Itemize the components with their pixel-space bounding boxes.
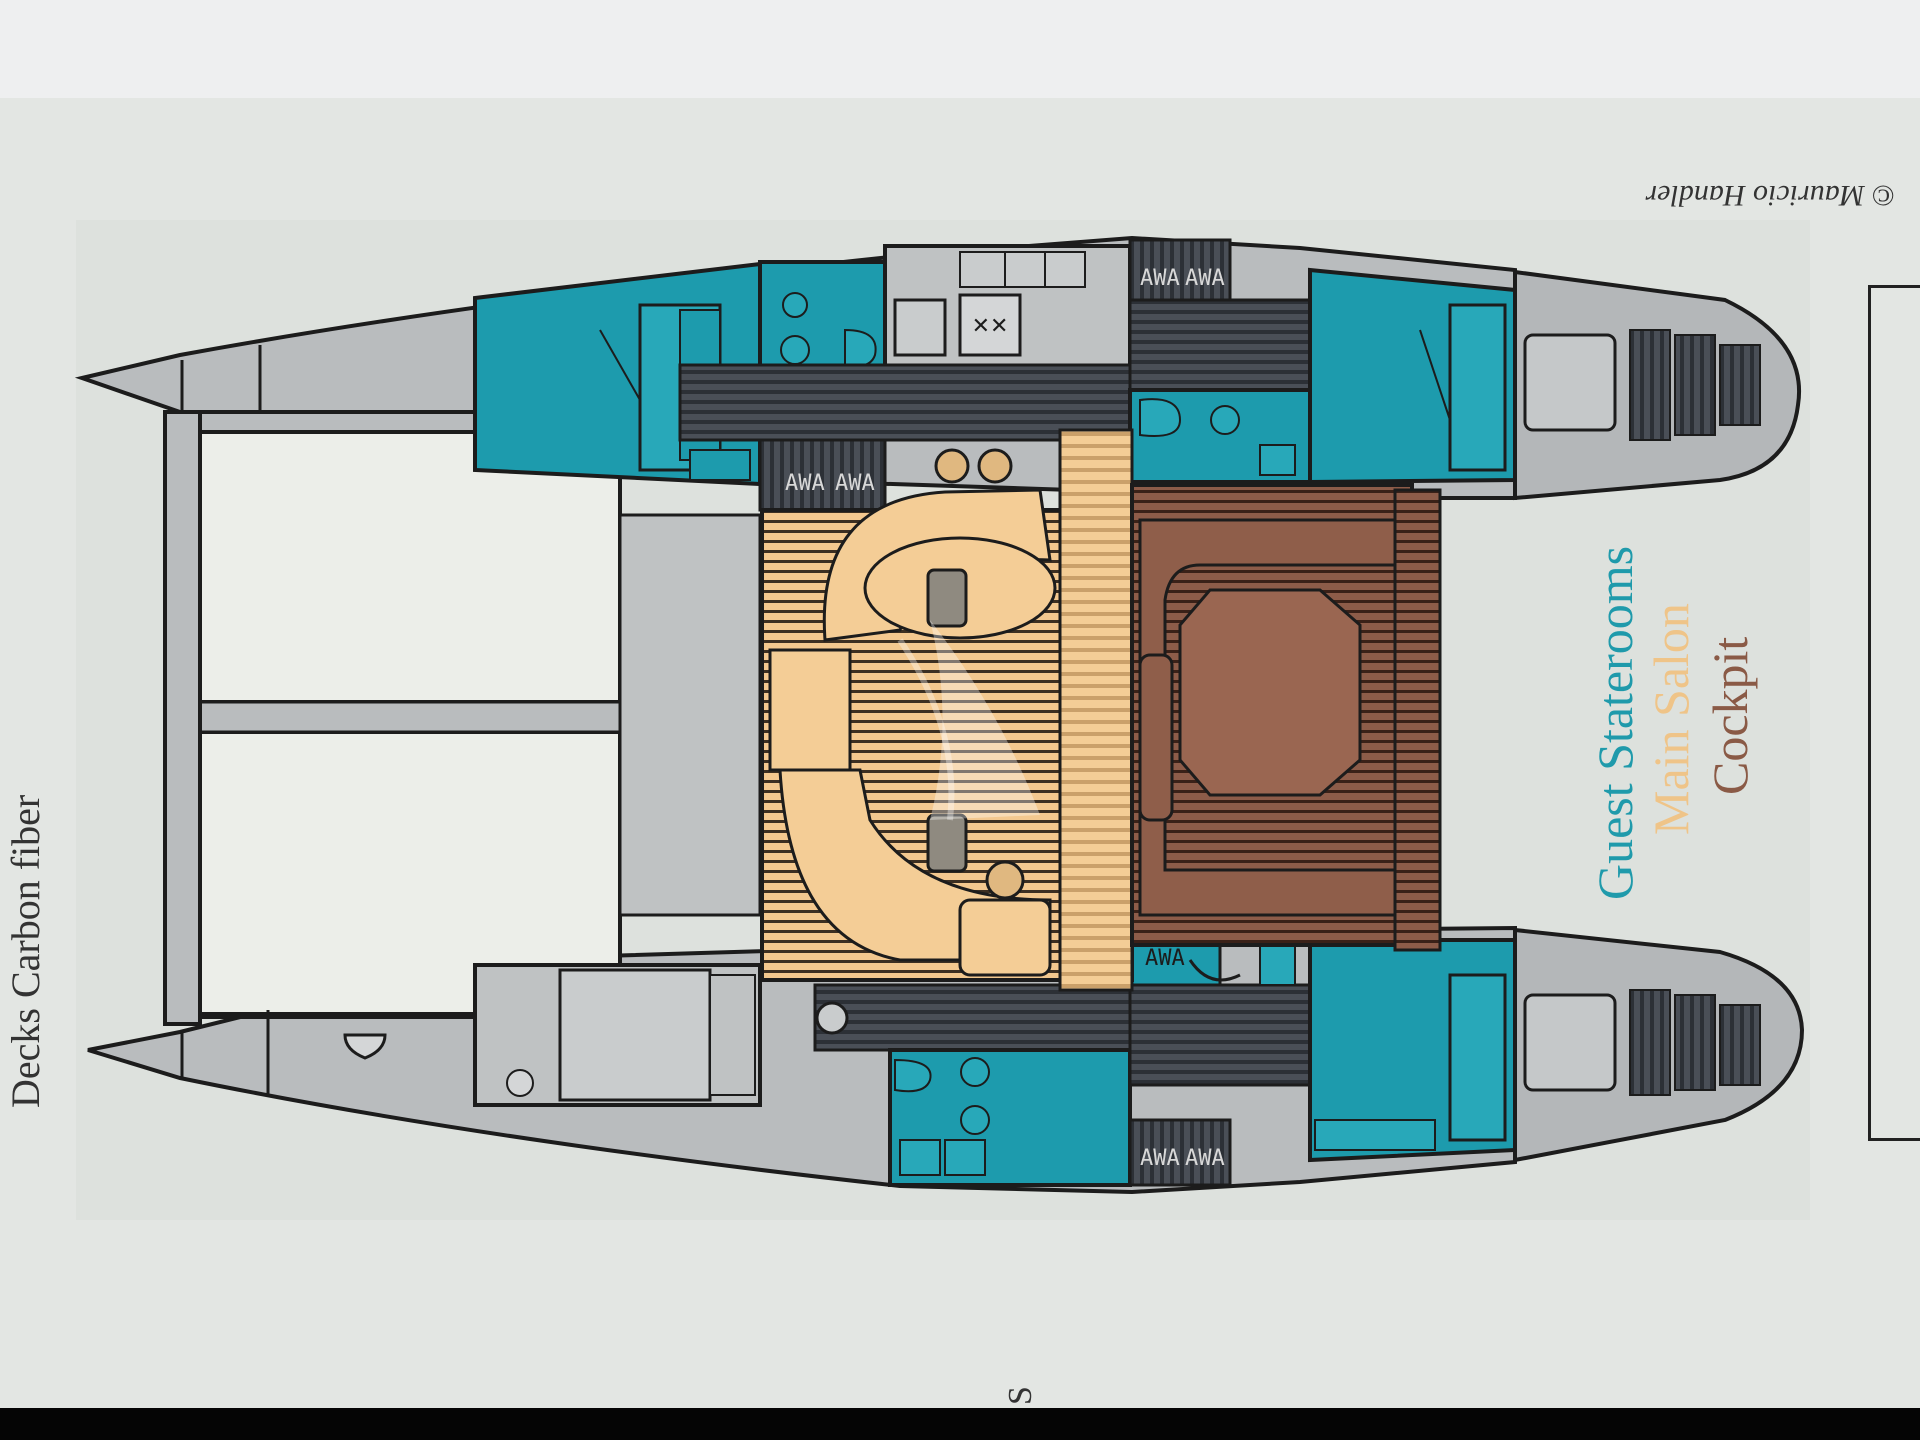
bridgedeck-front [618, 513, 762, 917]
svg-text:AWA: AWA [1185, 1146, 1225, 1171]
trampoline-frame [198, 700, 622, 734]
legend-guest-staterooms: Guest Staterooms [1587, 545, 1643, 900]
page-top-margin [0, 0, 1920, 98]
cut-text-left: Decks Carbon fiber [3, 794, 48, 1108]
svg-text:AWA: AWA [835, 471, 875, 496]
svg-text:AWA: AWA [1140, 266, 1180, 291]
cockpit-table [1178, 588, 1362, 797]
passage-upper [678, 363, 1132, 442]
bottom-black-bar [0, 1408, 1920, 1440]
stairs-upper-aft [1128, 238, 1232, 302]
brochure-page: ✕✕ AWA AWA AWA AWA [0, 0, 1920, 1408]
svg-text:AWA: AWA [1185, 266, 1225, 291]
svg-text:AWA: AWA [785, 471, 825, 496]
passage-lower [813, 983, 1132, 1052]
legend-cockpit: Cockpit [1702, 636, 1758, 795]
catamaran-deck-plan: ✕✕ AWA AWA AWA AWA [74, 235, 1805, 1195]
right-frame-box [1868, 285, 1920, 1141]
trampoline-upper [198, 430, 622, 704]
svg-text:✕✕: ✕✕ [972, 314, 1009, 339]
svg-text:AWA: AWA [1145, 946, 1185, 971]
legend-main-salon: Main Salon [1643, 603, 1699, 835]
salon-steps [1058, 428, 1134, 992]
stairs-lower-aft [1128, 1118, 1232, 1187]
svg-text:AWA: AWA [1140, 1146, 1180, 1171]
forward-beam [163, 410, 202, 1026]
photo-credit: © Mauricio Handler [1645, 179, 1895, 212]
watermark-sail-icon [930, 620, 1040, 820]
cut-text-bottom: S [1002, 1386, 1039, 1405]
